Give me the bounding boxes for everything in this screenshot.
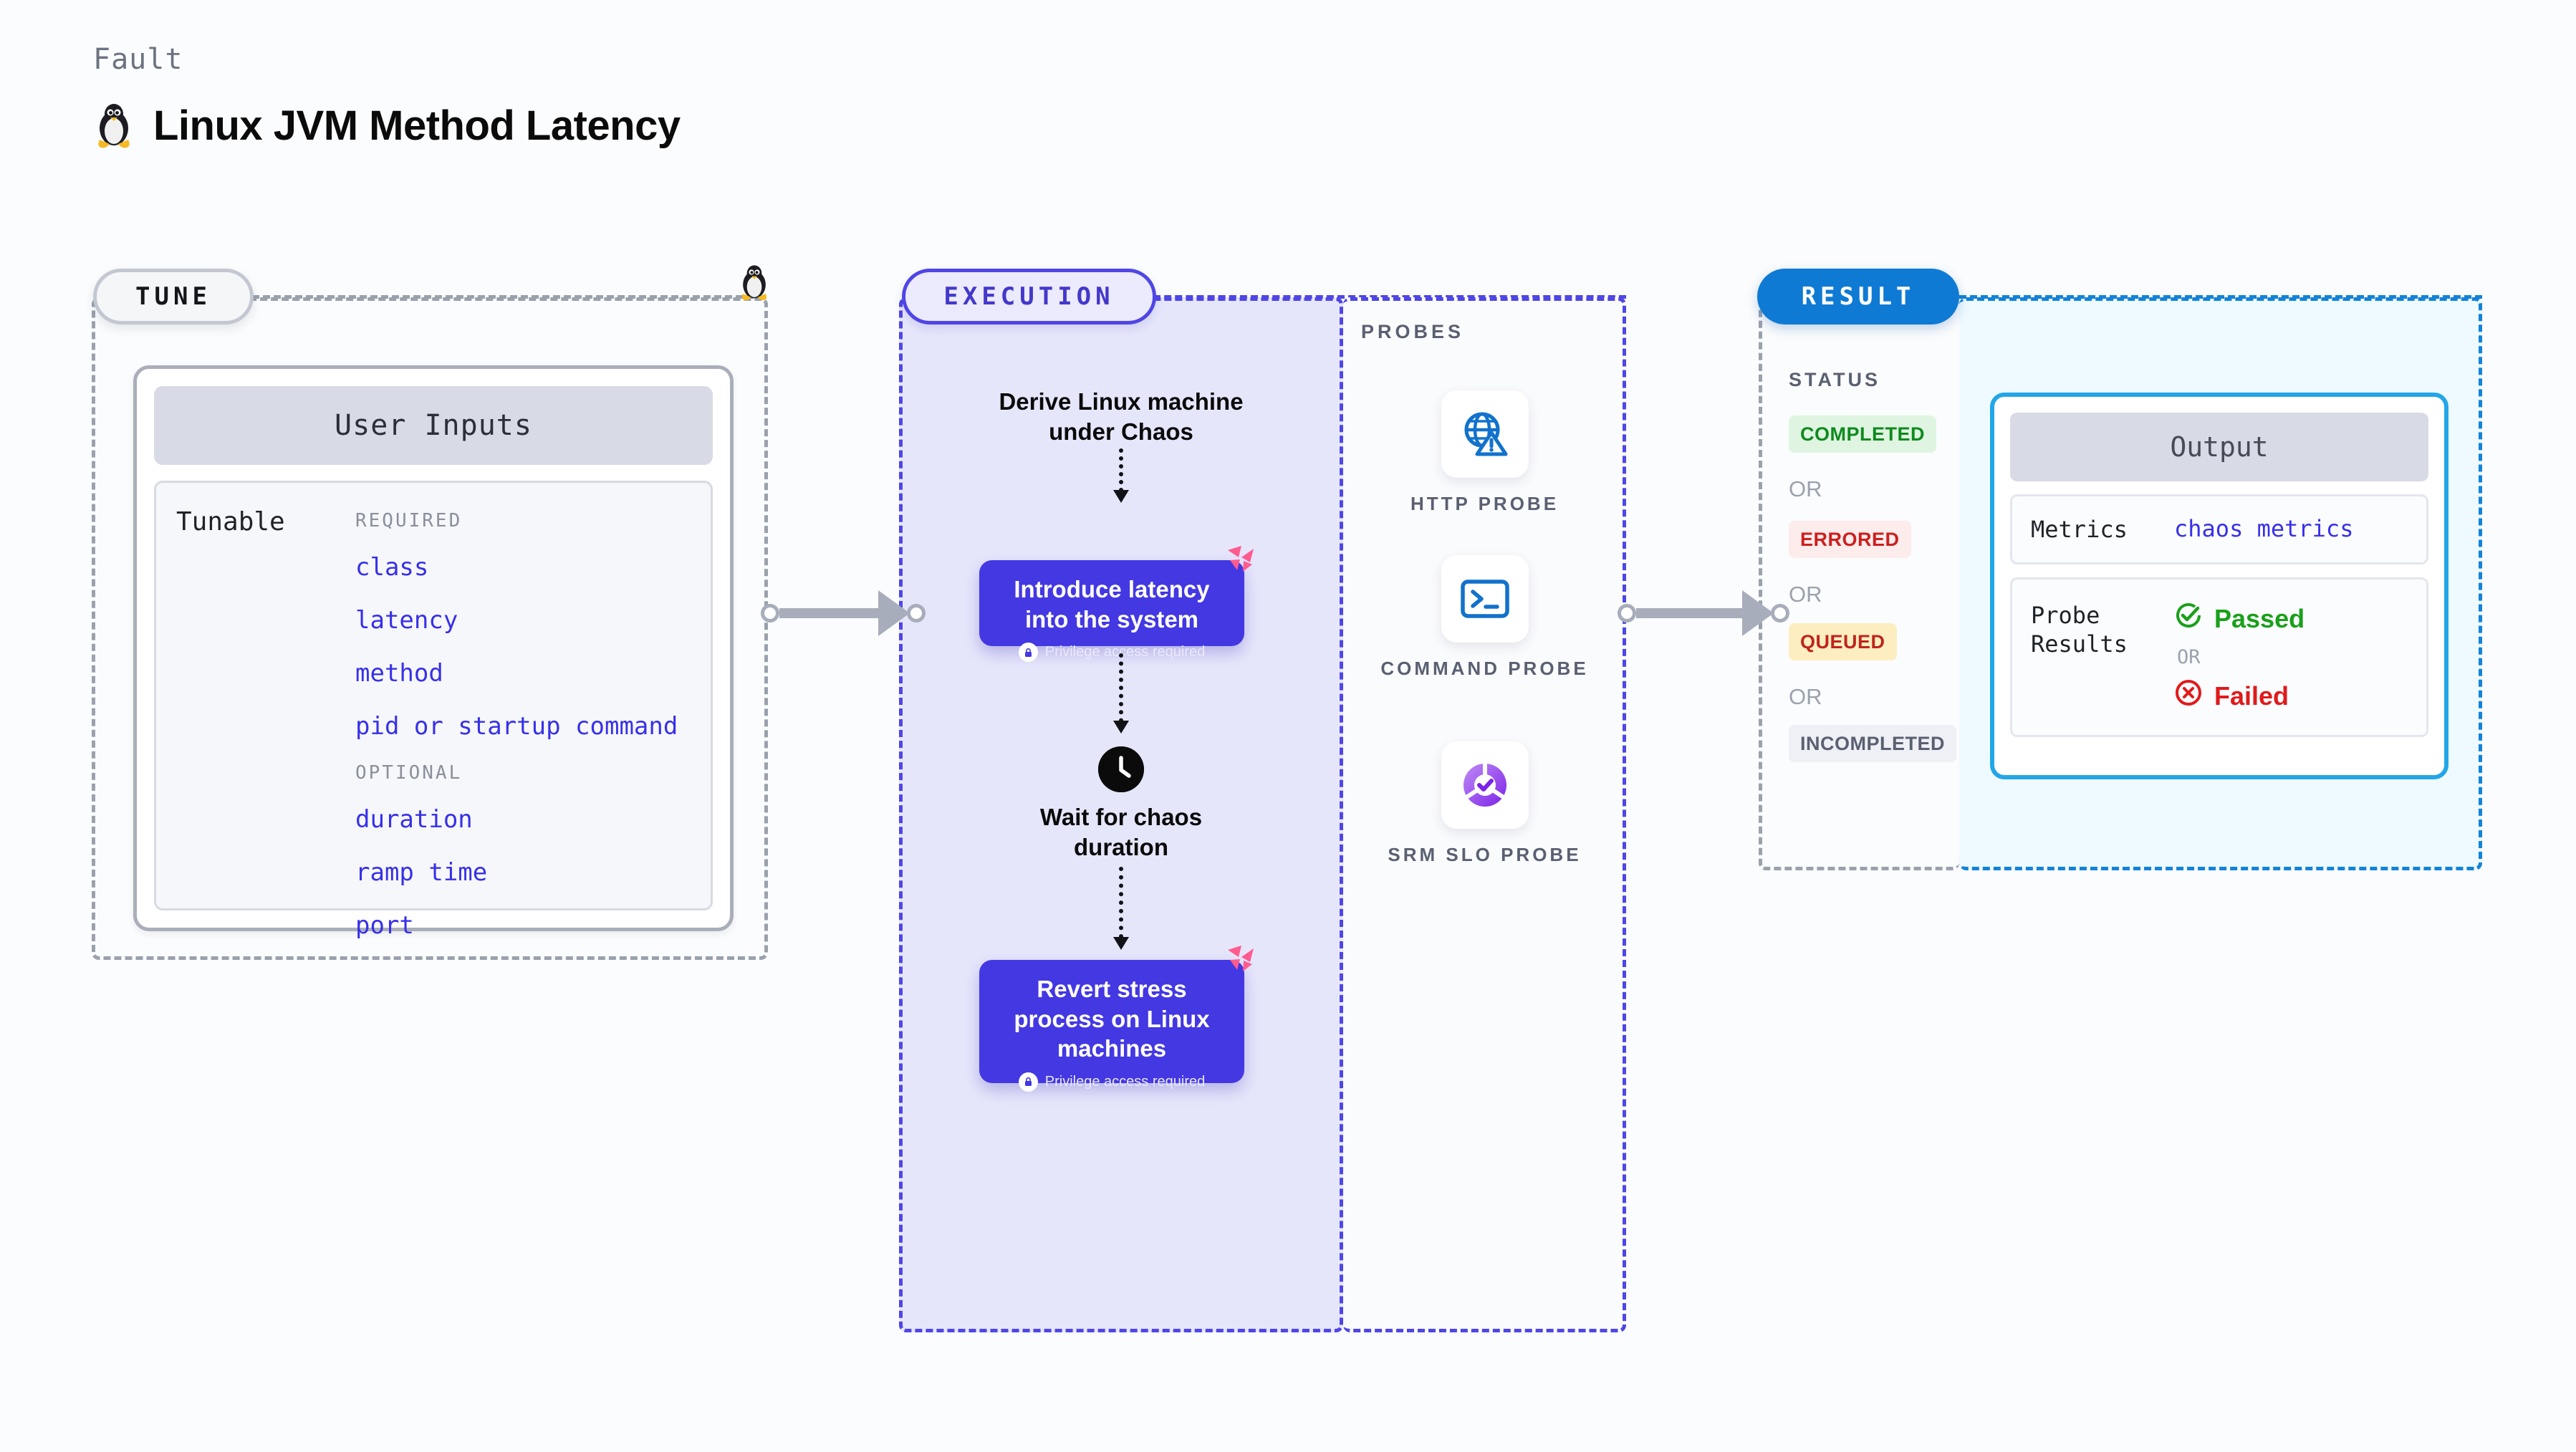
probe-label: COMMAND PROBE [1380,658,1589,679]
connector-end-dot [907,604,926,622]
metrics-value[interactable]: chaos metrics [2174,515,2354,542]
clock-icon [1098,746,1144,792]
connector-arrowhead [878,590,910,636]
output-title: Output [2010,413,2428,481]
privilege-note: Privilege access required [998,643,1226,663]
tunable-group-title-required: REQUIRED [355,510,463,532]
probe-label: SRM SLO PROBE [1388,844,1582,865]
status-or-1: OR [1789,476,1822,501]
dotted-arrow-2 [1113,653,1129,734]
dotted-arrow-1 [1113,448,1129,503]
tunable-item-class[interactable]: class [355,553,429,582]
status-badge-queued: QUEUED [1789,623,1897,660]
page-header: Fault Linux JVM Method Latency [93,43,681,150]
harness-logo-icon [1224,943,1257,979]
globe-warning-icon [1441,390,1529,478]
status-or-2: OR [1789,582,1822,607]
status-badge-completed: COMPLETED [1789,415,1937,453]
user-inputs-card: User Inputs Tunable REQUIRED class laten… [133,365,734,940]
probe-results-key: Probe Results [2031,602,2128,658]
execution-step-derive-linux-machine: Derive Linux machine under Chaos [899,387,1343,446]
connector-start-dot [761,604,779,622]
status-badge-errored: ERRORED [1789,521,1911,558]
tunable-item-method[interactable]: method [355,659,443,688]
check-circle-icon [2174,601,2203,636]
result-top-dashed-connector [1959,295,2482,299]
connector-tune-to-execution [761,590,926,636]
output-row-probe-results: Probe Results Passed OR [2010,577,2428,737]
status-title: STATUS [1789,369,1880,390]
connector-arrowhead [1742,590,1774,636]
x-circle-icon [2174,678,2203,713]
probe-results-values: Passed OR Failed [2174,601,2305,713]
privilege-note: Privilege access required [998,1072,1226,1092]
probe-result-or: OR [2177,646,2201,668]
harness-logo-icon [1224,543,1257,580]
linux-penguin-icon [738,264,771,306]
connector-start-dot [1618,604,1636,622]
lock-icon [1018,1072,1038,1092]
linux-penguin-icon [93,102,135,150]
tune-top-dashed-connector [252,295,754,299]
tunable-item-port[interactable]: port [355,911,414,940]
output-row-metrics: Metrics chaos metrics [2010,494,2428,564]
terminal-icon [1441,555,1529,643]
metrics-key: Metrics [2031,516,2128,543]
purple-box-title: Revert stress process on Linux machines [1014,976,1210,1062]
slo-donut-check-icon [1441,741,1529,829]
user-inputs-title: User Inputs [154,386,713,465]
tunable-box: Tunable REQUIRED class latency method pi… [154,481,713,940]
connector-bar [1636,608,1744,618]
page-title: Linux JVM Method Latency [153,102,681,149]
probe-result-failed-label: Failed [2214,681,2289,711]
probe-label: HTTP PROBE [1410,493,1559,514]
probe-result-passed: Passed [2174,601,2305,636]
tune-stage-panel [92,297,768,960]
result-stage-badge[interactable]: RESULT [1757,269,1959,324]
execution-top-dashed-connector [1153,295,1626,299]
lock-icon [1018,643,1038,663]
tunable-item-ramp-time[interactable]: ramp time [355,858,488,887]
execution-step-wait-for-chaos: Wait for chaos duration [899,802,1343,862]
tunable-item-pid-or-startup-command[interactable]: pid or startup command [355,712,678,741]
probe-http[interactable]: HTTP PROBE [1343,390,1626,516]
probe-command[interactable]: COMMAND PROBE [1343,555,1626,681]
probe-result-passed-label: Passed [2214,603,2305,633]
execution-step-label: Derive Linux machine under Chaos [999,388,1244,445]
connector-probes-to-result [1618,590,1789,636]
title-row: Linux JVM Method Latency [93,102,681,150]
tunable-item-latency[interactable]: latency [355,606,458,635]
execution-step-revert-stress-process[interactable]: Revert stress process on Linux machines … [979,946,1254,1092]
dotted-arrow-3 [1113,867,1129,950]
privilege-note-label: Privilege access required [1044,644,1206,660]
purple-box-title: Introduce latency into the system [1014,576,1210,633]
probe-result-failed: Failed [2174,678,2305,713]
tunable-group-title-optional: OPTIONAL [355,762,463,784]
probe-srm-slo[interactable]: SRM SLO PROBE [1343,741,1626,867]
tunable-label: Tunable [176,507,285,537]
execution-stage-badge[interactable]: EXECUTION [902,269,1156,324]
execution-step-introduce-latency[interactable]: Introduce latency into the system Privil… [979,546,1254,663]
status-or-3: OR [1789,684,1822,709]
output-card: Output Metrics chaos metrics Probe Resul… [1990,393,2448,779]
execution-step-label: Wait for chaos duration [1039,804,1203,860]
tunable-item-duration[interactable]: duration [355,805,473,834]
tunable-list: REQUIRED class latency method pid or sta… [355,507,678,940]
connector-bar [779,608,880,618]
tune-stage-badge[interactable]: TUNE [93,269,254,324]
status-badge-incompleted: INCOMPLETED [1789,725,1957,762]
fault-kicker: Fault [93,43,183,76]
connector-end-dot [1771,604,1789,622]
privilege-note-label: Privilege access required [1044,1073,1206,1090]
probes-title: PROBES [1361,321,1465,342]
